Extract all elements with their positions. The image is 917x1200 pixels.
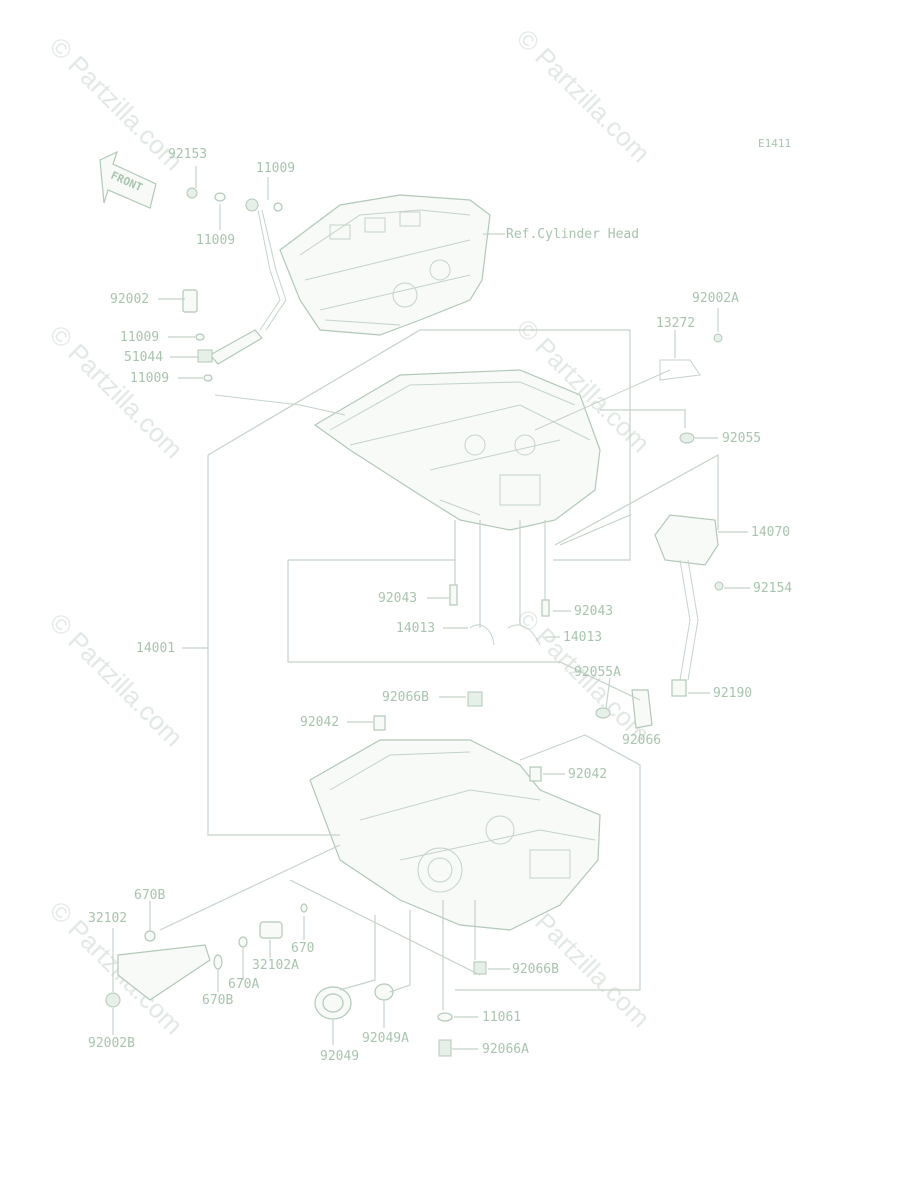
part-label-92066A: 92066A	[482, 1042, 529, 1057]
lower-crankcase-drawing	[309, 739, 601, 931]
part-label-92066: 92066	[622, 733, 661, 748]
part-label-92002B: 92002B	[88, 1036, 135, 1051]
part-label-11009: 11009	[120, 330, 159, 345]
part-label-92049: 92049	[320, 1049, 359, 1064]
part-label-32102A: 32102A	[252, 958, 299, 973]
part-label-92042: 92042	[568, 767, 607, 782]
part-label-92066B: 92066B	[382, 690, 429, 705]
part-label-670A: 670A	[228, 977, 259, 992]
part-label-92043: 92043	[574, 604, 613, 619]
front-arrow-icon: FRONT	[99, 150, 157, 209]
diagram-code: E1411	[758, 137, 791, 150]
part-label-670B: 670B	[202, 993, 233, 1008]
part-label-14001: 14001	[136, 641, 175, 656]
part-label-92153: 92153	[168, 147, 207, 162]
watermark: © Partzilla.com	[44, 319, 189, 464]
part-label-13272: 13272	[656, 316, 695, 331]
ref-cylinder-head-label: Ref.Cylinder Head	[506, 227, 639, 242]
part-label-14070: 14070	[751, 525, 790, 540]
upper-crankcase-drawing	[313, 369, 601, 531]
part-label-670: 670	[291, 941, 314, 956]
left-pipe-drawing	[209, 209, 346, 416]
watermark: © Partzilla.com	[44, 607, 189, 752]
part-label-11009: 11009	[130, 371, 169, 386]
part-label-51044: 51044	[124, 350, 163, 365]
part-label-11009: 11009	[196, 233, 235, 248]
cylinder-head-drawing	[279, 194, 491, 336]
part-label-92154: 92154	[753, 581, 792, 596]
breather-assembly-drawing	[654, 514, 719, 697]
part-labels: Ref.Cylinder Head 92153 11009 11009 9200…	[88, 147, 792, 1064]
part-label-92066B: 92066B	[512, 962, 559, 977]
watermark: © Partzilla.com	[511, 23, 656, 168]
part-label-14013: 14013	[563, 630, 602, 645]
part-label-92042: 92042	[300, 715, 339, 730]
part-label-92190: 92190	[713, 686, 752, 701]
part-label-11009: 11009	[256, 161, 295, 176]
part-label-14013: 14013	[396, 621, 435, 636]
part-label-92002A: 92002A	[692, 291, 739, 306]
part-label-92049A: 92049A	[362, 1031, 409, 1046]
small-parts	[105, 187, 724, 1057]
part-label-32102: 32102	[88, 911, 127, 926]
part-label-92055A: 92055A	[574, 665, 621, 680]
leader-lines	[112, 166, 750, 1050]
part-label-670B: 670B	[134, 888, 165, 903]
part-label-92043: 92043	[378, 591, 417, 606]
part-label-92002: 92002	[110, 292, 149, 307]
part-label-92055: 92055	[722, 431, 761, 446]
part-label-11061: 11061	[482, 1010, 521, 1025]
